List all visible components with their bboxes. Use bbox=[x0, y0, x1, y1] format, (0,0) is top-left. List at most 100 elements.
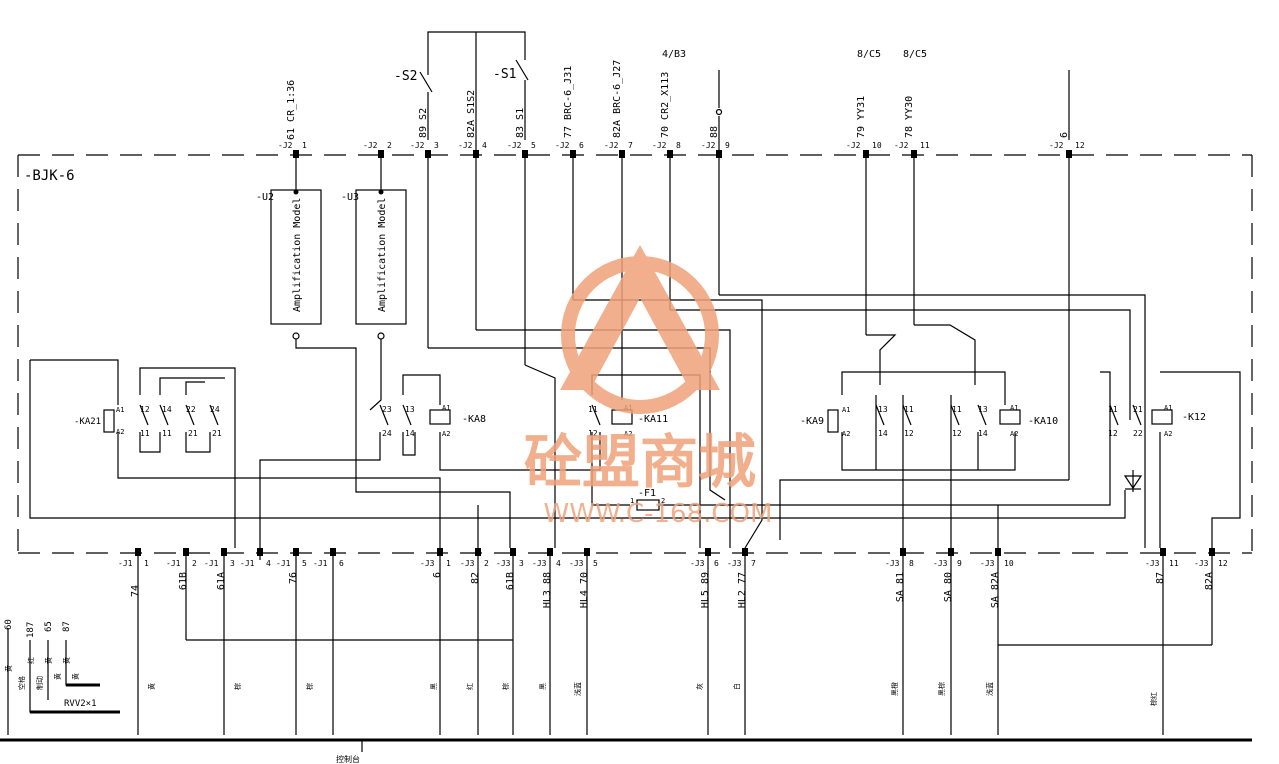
svg-text:11: 11 bbox=[1108, 405, 1118, 414]
svg-text:12: 12 bbox=[1075, 141, 1085, 150]
svg-text:14: 14 bbox=[405, 429, 415, 438]
svg-text:11: 11 bbox=[952, 405, 962, 414]
svg-text:3: 3 bbox=[434, 141, 439, 150]
svg-text:13: 13 bbox=[978, 405, 988, 414]
svg-text:4: 4 bbox=[482, 141, 487, 150]
svg-text:61 CR_1:36: 61 CR_1:36 bbox=[286, 80, 297, 140]
top-note-2: 8/C5 bbox=[857, 49, 881, 60]
svg-text:76: 76 bbox=[288, 572, 299, 584]
svg-text:SA 81: SA 81 bbox=[895, 572, 906, 602]
svg-text:21: 21 bbox=[1133, 405, 1143, 414]
svg-text:黑棕: 黑棕 bbox=[937, 682, 946, 696]
top-note-1: 4/B3 bbox=[662, 49, 686, 60]
svg-text:棕: 棕 bbox=[305, 683, 314, 690]
svg-text:6: 6 bbox=[339, 559, 344, 568]
svg-text:-U2: -U2 bbox=[256, 192, 274, 203]
svg-text:A1: A1 bbox=[1010, 404, 1018, 412]
svg-text:78 YY30: 78 YY30 bbox=[904, 96, 915, 138]
relay-k12: -K12 A1 A2 bbox=[1151, 404, 1206, 438]
svg-text:87: 87 bbox=[1155, 572, 1166, 584]
svg-text:-J3: -J3 bbox=[690, 559, 705, 568]
fuse-f1: -F1 1 2 bbox=[630, 488, 665, 511]
svg-text:82: 82 bbox=[470, 572, 481, 584]
svg-text:浅蓝: 浅蓝 bbox=[985, 682, 994, 696]
svg-text:60: 60 bbox=[4, 619, 14, 630]
amplifier-u2: -U2 Amplification Model bbox=[256, 189, 322, 340]
svg-text:A1: A1 bbox=[1164, 404, 1172, 412]
svg-text:-J1: -J1 bbox=[313, 559, 328, 568]
svg-text:82A BRC-6_J27: 82A BRC-6_J27 bbox=[612, 60, 623, 138]
svg-text:-J2: -J2 bbox=[507, 141, 522, 150]
svg-text:A2: A2 bbox=[1010, 430, 1018, 438]
svg-text:14: 14 bbox=[978, 429, 988, 438]
svg-text:22: 22 bbox=[1133, 429, 1143, 438]
svg-text:11: 11 bbox=[162, 429, 172, 438]
svg-text:黄: 黄 bbox=[147, 683, 156, 690]
svg-text:HL2 77: HL2 77 bbox=[737, 572, 748, 608]
svg-text:10: 10 bbox=[872, 141, 882, 150]
svg-text:2: 2 bbox=[387, 141, 392, 150]
svg-text:-J3: -J3 bbox=[460, 559, 475, 568]
watermark-title: 砼盟商城 bbox=[524, 428, 756, 496]
top-note-3: 8/C5 bbox=[903, 49, 927, 60]
svg-text:-KA8: -KA8 bbox=[462, 414, 486, 425]
svg-text:-J3: -J3 bbox=[885, 559, 900, 568]
svg-text:-J1: -J1 bbox=[166, 559, 181, 568]
svg-text:1: 1 bbox=[630, 497, 634, 505]
svg-text:-J3: -J3 bbox=[980, 559, 995, 568]
svg-text:82A: 82A bbox=[1204, 572, 1215, 590]
switch-s1-label: -S1 bbox=[493, 67, 516, 82]
svg-text:12: 12 bbox=[904, 429, 914, 438]
svg-text:-J3: -J3 bbox=[496, 559, 511, 568]
svg-text:6: 6 bbox=[432, 572, 443, 578]
svg-text:灰: 灰 bbox=[695, 683, 704, 690]
svg-text:9: 9 bbox=[957, 559, 962, 568]
svg-text:14: 14 bbox=[878, 429, 888, 438]
bottom-color-hints: 黄 棕 棕 黑 红 棕 黑 浅蓝 灰 白 黑橙 黑棕 浅蓝 棕红 bbox=[147, 682, 1158, 706]
svg-text:A2: A2 bbox=[1164, 430, 1172, 438]
svg-text:HL4 70: HL4 70 bbox=[579, 572, 590, 608]
svg-text:-J3: -J3 bbox=[420, 559, 435, 568]
svg-text:3: 3 bbox=[519, 559, 524, 568]
svg-text:-J2: -J2 bbox=[410, 141, 425, 150]
relay-ka10: -KA10 A1 A2 bbox=[999, 404, 1058, 438]
svg-text:空格: 空格 bbox=[17, 676, 26, 690]
svg-text:11: 11 bbox=[904, 405, 914, 414]
svg-text:黄: 黄 bbox=[71, 673, 80, 680]
svg-text:-J2: -J2 bbox=[701, 141, 716, 150]
svg-text:A2: A2 bbox=[442, 430, 450, 438]
svg-text:-J1: -J1 bbox=[240, 559, 255, 568]
svg-text:-J2: -J2 bbox=[652, 141, 667, 150]
svg-text:7: 7 bbox=[751, 559, 756, 568]
svg-text:红: 红 bbox=[26, 657, 35, 664]
svg-text:A1: A1 bbox=[842, 406, 850, 414]
svg-text:87: 87 bbox=[62, 621, 72, 632]
svg-text:棕: 棕 bbox=[233, 683, 242, 690]
svg-text:9: 9 bbox=[725, 141, 730, 150]
svg-text:-J2: -J2 bbox=[278, 141, 293, 150]
svg-text:24: 24 bbox=[210, 405, 220, 414]
svg-text:A2: A2 bbox=[624, 430, 632, 438]
svg-text:1: 1 bbox=[446, 559, 451, 568]
svg-text:-J3: -J3 bbox=[1145, 559, 1160, 568]
svg-text:-J2: -J2 bbox=[604, 141, 619, 150]
svg-text:-U3: -U3 bbox=[341, 192, 359, 203]
svg-text:6: 6 bbox=[579, 141, 584, 150]
svg-text:-J2: -J2 bbox=[458, 141, 473, 150]
switch-wiring bbox=[419, 31, 1070, 155]
svg-text:制动: 制动 bbox=[35, 676, 44, 690]
svg-text:浅蓝: 浅蓝 bbox=[573, 682, 582, 696]
svg-text:74: 74 bbox=[130, 585, 141, 597]
